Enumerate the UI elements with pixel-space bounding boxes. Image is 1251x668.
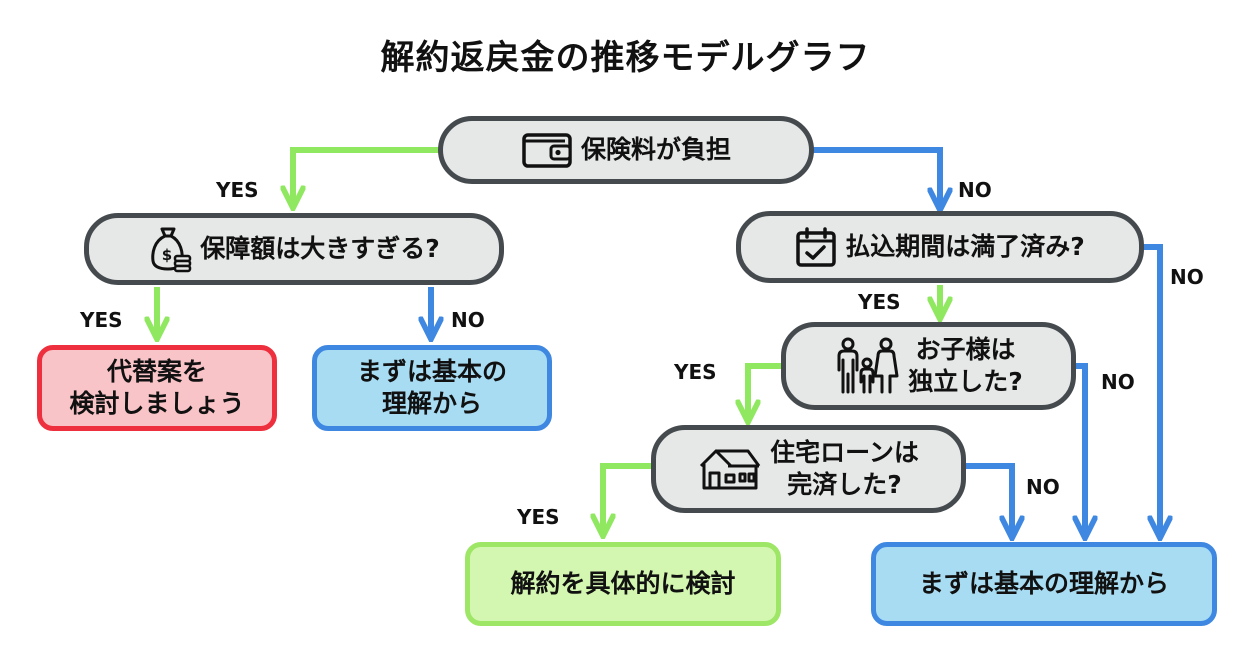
label-no-coverage: NO (451, 308, 485, 332)
house-icon (700, 449, 761, 490)
question-label: 住宅ローンは 完済した? (770, 438, 919, 499)
question-children-independent: お子様は 独立した? (781, 322, 1076, 410)
question-premium-burden: 保険料が負担 (438, 116, 814, 184)
label-yes-premium: YES (216, 178, 259, 202)
label-yes-payment: YES (858, 290, 901, 314)
question-label: 保障額は大きすぎる? (200, 234, 440, 263)
outcome-basics-left: まずは基本の 理解から (312, 345, 552, 431)
outcome-alternative-plan: 代替案を 検討しましょう (37, 345, 277, 431)
arrow-no-premium (810, 147, 940, 209)
chart-title: 解約返戻金の推移モデルグラフ (380, 38, 871, 78)
arrow-no-payment (1140, 244, 1160, 537)
label-no-children: NO (1101, 370, 1135, 394)
svg-text:$: $ (162, 246, 172, 264)
question-mortgage-paid: 住宅ローンは 完済した? (651, 425, 966, 513)
arrow-yes-premium (293, 147, 446, 207)
arrow-no-children (1072, 363, 1085, 537)
calendar-check-icon (796, 227, 836, 267)
label-no-payment: NO (1170, 265, 1204, 289)
family-icon (837, 337, 899, 394)
question-label: 保険料が負担 (580, 135, 731, 164)
arrow-yes-mortgage (603, 463, 655, 535)
arrow-no-mortgage (962, 463, 1012, 537)
label-no-mortgage: NO (1026, 475, 1060, 499)
question-label: お子様は 独立した? (908, 335, 1023, 396)
outcome-consider-cancel: 解約を具体的に検討 (465, 542, 781, 626)
question-label: 払込期間は満了済み? (845, 232, 1085, 261)
label-yes-children: YES (674, 360, 717, 384)
question-coverage-too-large: $ 保障額は大きすぎる? (84, 213, 504, 285)
label-yes-mortgage: YES (517, 505, 560, 529)
question-payment-completed: 払込期間は満了済み? (736, 211, 1144, 283)
label-no-premium: NO (958, 178, 992, 202)
outcome-basics-right: まずは基本の理解から (871, 542, 1217, 626)
money-bag-icon: $ (151, 227, 192, 273)
wallet-icon (522, 133, 572, 168)
arrow-yes-children (748, 363, 785, 421)
label-yes-coverage: YES (80, 308, 123, 332)
